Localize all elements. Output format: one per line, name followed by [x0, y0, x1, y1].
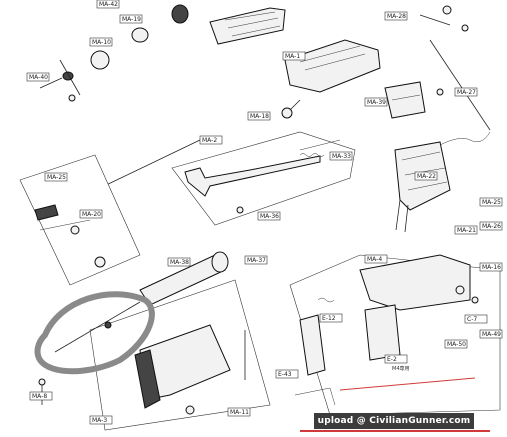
part-label: MA-36: [260, 213, 279, 220]
part-label: MA-3: [92, 417, 107, 424]
handguard: [209, 7, 286, 45]
front-pins: [39, 59, 81, 102]
part-labels: MA-42 MA-19 MA-10 MA-40 MA-1 MA-18 MA-28…: [26, 0, 503, 425]
lower-receiver: [359, 254, 471, 311]
highlight-circle: [34, 291, 155, 375]
part-label: MA-25: [47, 174, 66, 181]
part-label: MA-28: [387, 13, 406, 20]
part-label: MA-20: [82, 211, 101, 218]
part-label: MA-50: [447, 341, 466, 348]
part-label: C-7: [467, 316, 477, 323]
barrel-assembly: [90, 4, 381, 119]
upper-right-parts: [384, 5, 491, 131]
dust-cover: [384, 81, 426, 119]
watermark: upload @ CivilianGunner.com: [314, 413, 474, 429]
part-label: MA-39: [367, 99, 386, 106]
part-label: MA-19: [122, 16, 141, 23]
watermark-underline: [300, 430, 490, 432]
part-label: MA-25: [482, 199, 501, 206]
barrel-nut: [131, 27, 149, 43]
part-label: E-2: [387, 356, 397, 363]
charging-handle-box: [171, 131, 356, 226]
charging-handle-group: [97, 131, 356, 226]
gearbox: [394, 131, 491, 233]
lower-receiver-group: [289, 254, 501, 416]
part-label: MA-22: [417, 173, 436, 180]
charging-handle: [184, 155, 321, 197]
part-label: MA-10: [92, 39, 111, 46]
magazine: [364, 304, 401, 361]
part-label: MA-11: [230, 409, 249, 416]
part-label: MA-38: [170, 259, 189, 266]
part-label: MA-40: [29, 74, 48, 81]
selector-parts-box: [19, 154, 141, 286]
part-label: MA-16: [482, 264, 501, 271]
stock-assembly: [89, 279, 271, 431]
part-label: MA-2: [202, 137, 217, 144]
m4-only-note: M4専用: [392, 365, 410, 372]
part-label: MA-27: [457, 89, 476, 96]
part-label: MA-21: [457, 227, 476, 234]
part-label: MA-26: [482, 223, 501, 230]
part-label: E-43: [278, 371, 292, 378]
butt-plate: [134, 349, 161, 409]
part-label: MA-42: [99, 1, 118, 8]
flash-hider: [90, 50, 110, 70]
part-label: MA-4: [367, 256, 382, 263]
part-label: MA-18: [250, 113, 269, 120]
motor: [299, 314, 326, 376]
delta-ring: [171, 4, 189, 24]
part-label: MA-8: [32, 393, 47, 400]
part-label: MA-37: [247, 257, 266, 264]
part-label: MA-49: [482, 331, 501, 338]
part-label: MA-1: [285, 53, 300, 60]
part-label: E-12: [322, 315, 336, 322]
part-label: MA-33: [332, 153, 351, 160]
upper-receiver: [284, 39, 381, 93]
